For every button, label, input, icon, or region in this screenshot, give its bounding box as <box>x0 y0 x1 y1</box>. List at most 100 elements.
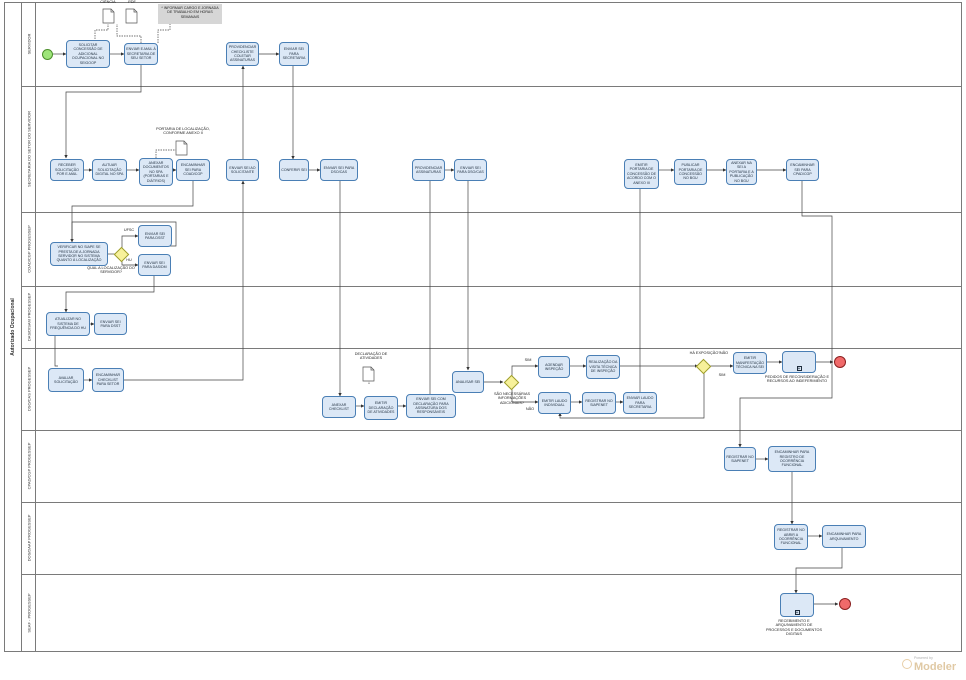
flow-enviar-receber <box>64 65 142 159</box>
task-enviar-dsst-2[interactable]: ENVIAR SEI PARA DSST <box>94 313 127 335</box>
task-publicar-portaria[interactable]: PUBLICAR PORTARIA DE CONCESSÃO NO BGU <box>674 159 707 185</box>
flow-encaminhar-solicitante <box>124 180 245 381</box>
flow-gw-nao <box>511 388 539 404</box>
logo-powered-by: Powered by <box>914 656 933 660</box>
task-receber[interactable]: RECEBER SOLICITAÇÃO POR E-MAIL <box>50 159 84 181</box>
flow-gw2-sim <box>558 372 705 419</box>
lane-label-seaf: SEAF - PROGESSEP <box>22 574 36 652</box>
task-enviar-dasm[interactable]: ENVIAR SEI PARA DAS/DM <box>138 254 171 276</box>
lane-label-servidor: SERVIDOR <box>22 2 36 86</box>
task-enviar-laudo[interactable]: ENVIAR LAUDO PARA SECRETARIA <box>623 392 657 414</box>
label-pedidos-reconsideracao: PEDIDOS DE RECONSIDERAÇÃO E RECURSOS AO … <box>764 375 830 384</box>
task-enviar-dso-2[interactable]: ENVIAR SEI PARA DSO/CAS <box>454 159 487 181</box>
flow-arquivamento-receb <box>794 548 843 594</box>
task-analisar[interactable]: ANALISAR SEI <box>452 371 484 393</box>
task-agendar[interactable]: AGENDAR INSPEÇÃO <box>538 356 570 378</box>
flow-gw-ufsc <box>121 234 139 248</box>
assoc-portaria <box>155 149 176 158</box>
flow-das-avaliar <box>54 336 58 367</box>
label-declaracao: DECLARAÇÃO DE ATIVIDADES <box>354 352 388 361</box>
annotation-cargo: * INFORMAR CARGO E JORNADA DE TRABALHO E… <box>158 4 222 24</box>
document-portaria-icon <box>175 140 188 156</box>
task-registrar-siapenet-2[interactable]: REGISTRAR NO SIAPENET <box>724 447 756 471</box>
assoc-pdf <box>116 24 142 43</box>
label-ha-exposicao: HÁ EXPOSIÇÃO? <box>689 351 721 355</box>
label-sim-2: SIM <box>718 373 726 377</box>
lane-dos <box>22 502 962 574</box>
modeler-logo-icon <box>902 659 912 669</box>
task-anexar-portaria[interactable]: ANEXAR NA SEI A PORTARIA E A PUBLICAÇÃO … <box>726 159 757 185</box>
subprocess-pedidos-reconsideracao[interactable]: + <box>782 351 816 373</box>
lane-seaf <box>22 574 962 652</box>
subprocess-plus-icon: + <box>794 610 800 616</box>
modeler-logo: Powered by Modeler <box>902 656 962 676</box>
task-emitir-portaria[interactable]: EMITIR PORTARIA DE CONCESSÃO DE ACORDO C… <box>624 159 659 189</box>
task-solicitar[interactable]: SOLICITAR CONCESSÃO DE ADICIONAL OCUPACI… <box>66 40 110 68</box>
task-enviar-dso[interactable]: ENVIAR SEI PARA DSO/CAS <box>320 159 358 181</box>
lane-dso <box>22 348 962 430</box>
task-registrar-siapenet[interactable]: REGISTRAR NO SIAPENET <box>582 392 616 414</box>
task-encaminhar-coad[interactable]: ENCAMINHAR SEI PARA COAD/CGP <box>176 159 210 181</box>
lane-label-dso: DSO/CAS PROGESSEP <box>22 348 36 430</box>
task-enviar-sei-secretaria[interactable]: ENVIAR SEI PARA SECRETARIA <box>279 42 309 66</box>
task-registrar-abrir[interactable]: REGISTRAR NO ABRIR A OCORRÊNCIA FUNCIONA… <box>774 524 808 550</box>
label-hu: HU <box>126 258 132 262</box>
end-event-arquivamento <box>839 598 851 610</box>
label-ufsc: UFSC <box>123 228 135 232</box>
document-ciencia-icon <box>102 8 115 24</box>
subprocess-plus-icon: + <box>796 366 802 372</box>
pool <box>4 2 962 652</box>
label-pdf: PDF <box>128 0 136 4</box>
flow-cpad-registrar <box>738 181 833 448</box>
task-providenciar-checklist[interactable]: PROVIDENCIAR CHECKLISTE COLETAR ASSINATU… <box>226 42 259 66</box>
lane-cpad <box>22 430 962 502</box>
task-avaliar[interactable]: AVALIAR SOLICITAÇÃO <box>48 368 84 392</box>
task-conferir[interactable]: CONFERIR SEI <box>279 159 309 181</box>
label-sim-1: SIM <box>524 358 532 362</box>
assoc-annot <box>157 20 171 43</box>
label-qual-localizacao: QUAL A LOCALIZAÇÃO DO SERVIDOR? <box>87 266 135 275</box>
task-encaminhar-checklist[interactable]: ENCAMINHAR CHECKLIST PARA SETOR <box>92 368 124 392</box>
flow-gw-sim <box>511 364 539 376</box>
flow-encaminhar-verificar <box>70 180 194 243</box>
label-ciencia: CIÊNCIA <box>100 0 116 4</box>
label-portaria-localizacao: PORTARIA DE LOCALIZAÇÃO, CONFORME ANEXO … <box>156 127 210 136</box>
lane-label-cpad: CPAD/CGP PROGESSEP <box>22 430 36 502</box>
task-encaminhar-registro[interactable]: ENCAMINHAR PARA REGISTRO DE OCORRÊNCIA F… <box>768 446 816 472</box>
assoc-ciencia <box>94 24 109 39</box>
label-sao-necessarias: SÃO NECESSÁRIAS INFORMAÇÕES ADICIONAIS? <box>493 392 531 405</box>
task-anexar[interactable]: ANEXAR DOCUMENTOS NO SPA (PORTARIAS E DI… <box>139 158 173 186</box>
task-emitir-declaracao[interactable]: EMITIR DECLARAÇÃO DE ATIVIDADES <box>364 396 398 420</box>
lane-label-coad: COAD/CGP PROGESSEP <box>22 212 36 286</box>
task-encaminhar-cpad[interactable]: ENCAMINHAR SEI PARA CPAD/CGP <box>786 159 819 181</box>
lane-das <box>22 286 962 348</box>
lane-secretaria <box>22 86 962 212</box>
task-atualizar[interactable]: ATUALIZAR NO SISTEMA DE FREQUÊNCIA DO HU <box>46 312 90 336</box>
task-enviar-sei-declaracao[interactable]: ENVIAR SEI COM DECLARAÇÃO PARA ASSINATUR… <box>406 394 456 418</box>
label-recebimento: RECEBIMENTO E ARQUIVAMENTO DE PROCESSOS … <box>765 619 823 637</box>
task-enviar-dsst[interactable]: ENVIAR SEI PARA DSST <box>138 225 172 247</box>
end-event-reconsideracao <box>834 356 846 368</box>
task-realizacao[interactable]: REALIZAÇÃO DA VISITA TÉCNICA DE INSPEÇÃO <box>586 355 620 379</box>
task-anexar-checklist[interactable]: ANEXAR CHECKLIST <box>322 396 356 418</box>
subprocess-recebimento[interactable]: + <box>780 593 814 617</box>
label-nao-2: NÃO <box>719 351 729 355</box>
task-verificar-siape[interactable]: VERIFICAR NO SIAPE SE PRESTA DE A JORNAD… <box>50 242 108 266</box>
label-nao-1: NÃO <box>525 407 535 411</box>
lane-coad <box>22 212 962 286</box>
logo-text: Modeler <box>914 661 957 673</box>
task-providenciar-assinaturas[interactable]: PROVIDENCIAR ASSINATURAS <box>412 159 445 181</box>
task-enviar-email[interactable]: ENVIAR E-MAIL À SECRETARIA DE SEU SETOR <box>124 43 158 65</box>
task-emitir-laudo[interactable]: EMITIR LAUDO INDIVIDUAL <box>538 392 571 414</box>
lane-label-das: DAS/DISAM PROGESSEP <box>22 286 36 348</box>
task-emitir-manifestacao[interactable]: EMITIR MANIFESTAÇÃO TÉCNICA NA SEI <box>733 352 767 374</box>
task-autuar[interactable]: AUTUAR SOLICITAÇÃO DIGITAL NO SPA <box>92 159 127 181</box>
document-declaracao-icon <box>362 366 375 382</box>
task-encaminhar-arquivamento[interactable]: ENCAMINHAR PARA ARQUIVAMENTO <box>822 525 866 548</box>
start-event <box>42 49 53 60</box>
pool-label: Autorizado Ocupacional <box>4 2 22 652</box>
flow-dasm-atualizar <box>64 276 155 313</box>
task-enviar-solicitante[interactable]: ENVIAR SEI AO SOLICITANTE <box>226 159 259 181</box>
